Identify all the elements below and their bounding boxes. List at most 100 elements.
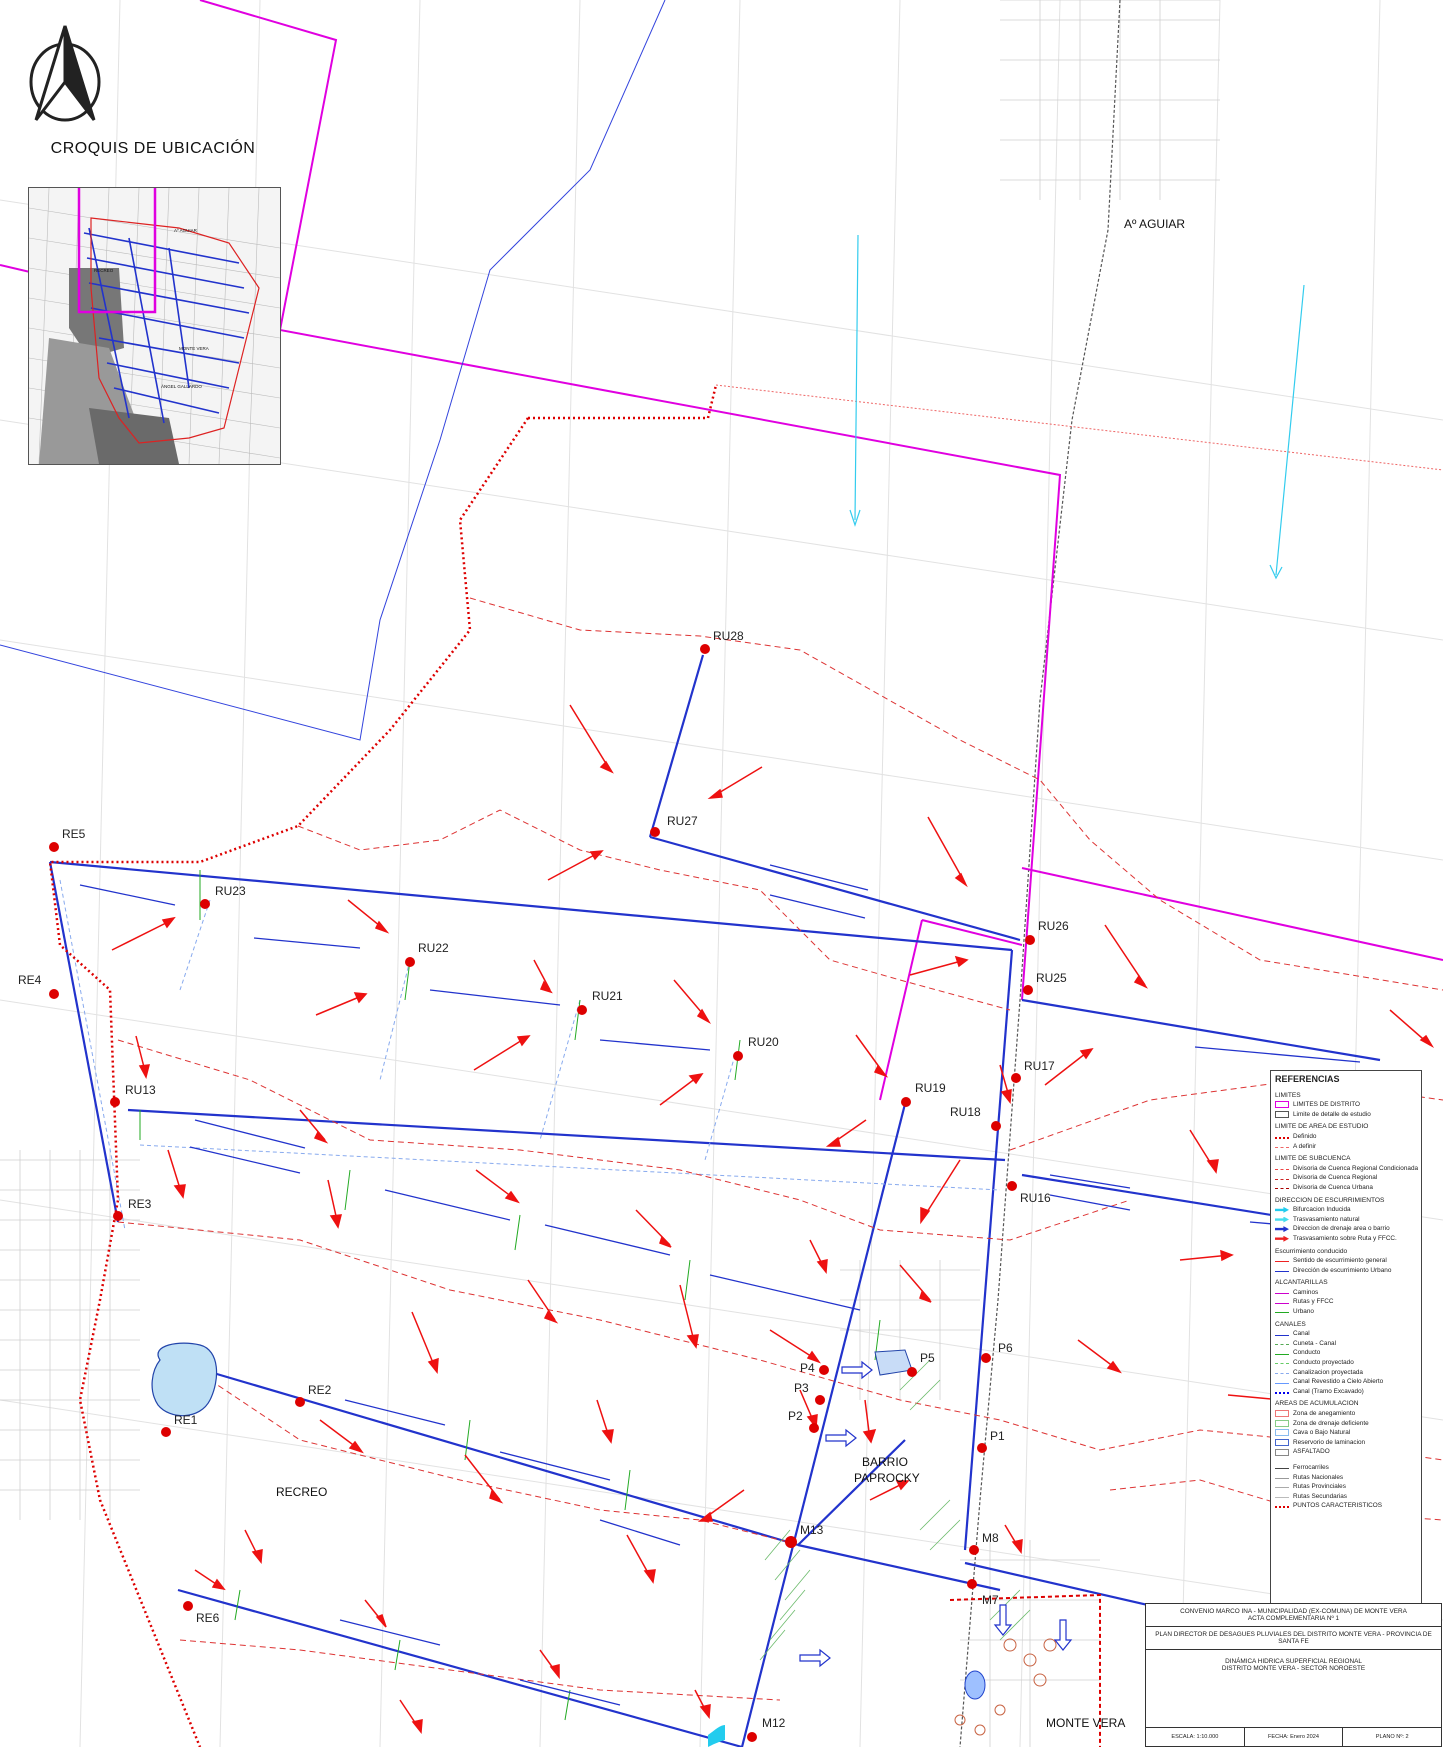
point-RE3[interactable] <box>113 1211 123 1221</box>
point-M13[interactable] <box>785 1536 797 1548</box>
legend-swatch-icon <box>1275 1344 1289 1346</box>
point-RU28[interactable] <box>700 644 710 654</box>
legend-item: PUNTOS CARACTERISTICOS <box>1275 1501 1417 1511</box>
legend-item-label: Rutas Provinciales <box>1293 1483 1346 1491</box>
sketch-label-monte-vera: MONTE VERA <box>179 346 209 351</box>
legend-swatch-icon <box>1275 1468 1289 1470</box>
point-M8[interactable] <box>969 1545 979 1555</box>
title-block-line3: PLAN DIRECTOR DE DESAGUES PLUVIALES DEL … <box>1155 1631 1432 1645</box>
label-RE3: RE3 <box>128 1197 152 1211</box>
paprocky-pond <box>874 1349 913 1376</box>
point-RU23[interactable] <box>200 899 210 909</box>
legend-swatch-icon <box>1275 1270 1289 1272</box>
legend-item: Canal <box>1275 1329 1417 1339</box>
point-labels: RU28 RU27 RU26 RU25 RU23 RU22 RU21 RU20 … <box>18 629 1189 1730</box>
label-M13: M13 <box>800 1523 824 1537</box>
point-P3[interactable] <box>815 1395 825 1405</box>
point-RU16[interactable] <box>1007 1181 1017 1191</box>
label-P6: P6 <box>998 1341 1013 1355</box>
flow-arrows <box>111 704 1435 1734</box>
location-sketch-title: CROQUIS DE UBICACIÓN <box>50 140 256 157</box>
point-RE4[interactable] <box>49 989 59 999</box>
legend-item: Trasvasamiento sobre Ruta y FFCC. <box>1275 1234 1417 1244</box>
point-M7[interactable] <box>967 1579 977 1589</box>
label-RE6: RE6 <box>196 1611 220 1625</box>
legend-swatch-icon <box>1275 1353 1289 1355</box>
title-block-plan-number: PLANO Nº: 2 <box>1375 1734 1409 1740</box>
point-RE2[interactable] <box>295 1397 305 1407</box>
point-RU17[interactable] <box>1011 1073 1021 1083</box>
legend-item: Limite de detalle de estudio <box>1275 1110 1417 1120</box>
title-block-line2: ACTA COMPLEMENTARIA Nº 1 <box>1247 1615 1340 1622</box>
point-P6[interactable] <box>981 1353 991 1363</box>
point-RE5[interactable] <box>49 842 59 852</box>
legend-item: Zona de anegamiento <box>1275 1409 1417 1419</box>
point-RU19[interactable] <box>901 1097 911 1107</box>
location-sketch-map: Aº AGUIAR RECREO MONTE VERA ÁNGEL GALLAR… <box>29 188 280 464</box>
point-RU27[interactable] <box>650 827 660 837</box>
legend-item-label: Canal Revestido a Cielo Abierto <box>1293 1378 1384 1386</box>
label-RU17: RU17 <box>1024 1059 1055 1073</box>
legend-swatch-icon <box>1275 1439 1289 1447</box>
legend-swatch-icon <box>1275 1391 1289 1394</box>
legend-item-label: Trasvasamiento sobre Ruta y FFCC. <box>1293 1234 1397 1242</box>
legend-item: Rutas Provinciales <box>1275 1482 1417 1492</box>
legend-item-label: Divisoria de Cuenca Urbana <box>1293 1183 1373 1191</box>
legend-item: Cava o Bajo Natural <box>1275 1428 1417 1438</box>
point-RU26[interactable] <box>1025 935 1035 945</box>
legend-swatch-icon <box>1275 1235 1289 1242</box>
legend-section-7: AREAS DE ACUMULACION <box>1275 1400 1359 1408</box>
legend-section-1: LIMITE DE AREA DE ESTUDIO <box>1275 1123 1369 1131</box>
legend-item-label: Rutas Nacionales <box>1293 1473 1344 1481</box>
title-block-date: FECHA: Enero 2024 <box>1245 1728 1344 1746</box>
bifurcation-arrow <box>708 1725 725 1747</box>
label-P2: P2 <box>788 1409 803 1423</box>
point-RE1[interactable] <box>161 1427 171 1437</box>
legend-item: Canal Revestido a Cielo Abierto <box>1275 1377 1417 1387</box>
point-RU13[interactable] <box>110 1097 120 1107</box>
legend-item: Rutas Secundarias <box>1275 1492 1417 1502</box>
title-block-footer: ESCALA: 1:10.000 FECHA: Enero 2024 PLANO… <box>1146 1727 1441 1746</box>
point-P2[interactable] <box>809 1423 819 1433</box>
accumulation-circles <box>954 1638 1057 1736</box>
point-RU21[interactable] <box>577 1005 587 1015</box>
point-P5[interactable] <box>907 1367 917 1377</box>
place-barrio-line2: PAPROCKY <box>854 1471 920 1485</box>
label-RE2: RE2 <box>308 1383 332 1397</box>
point-P1[interactable] <box>977 1443 987 1453</box>
legend-swatch-icon <box>1275 1372 1289 1374</box>
legend-item: Direccion de drenaje area o barrio <box>1275 1224 1417 1234</box>
location-sketch-title-wrap: CROQUIS DE UBICACIÓN <box>28 140 278 158</box>
legend-item: Cuneta - Canal <box>1275 1339 1417 1349</box>
legend-swatch-icon <box>1275 1169 1289 1171</box>
legend-swatch-icon <box>1275 1216 1289 1223</box>
legend-swatch-icon <box>1275 1497 1289 1499</box>
point-RE6[interactable] <box>183 1601 193 1611</box>
legend-item-label: Canal (Tramo Excavado) <box>1293 1387 1364 1395</box>
district-limit-to-define <box>715 384 1443 471</box>
label-RU22: RU22 <box>418 941 449 955</box>
place-barrio-line1: BARRIO <box>862 1455 908 1469</box>
point-RU22[interactable] <box>405 957 415 967</box>
study-area-limit-3 <box>949 1593 1101 1747</box>
legend-item-label: Zona de anegamiento <box>1293 1410 1356 1417</box>
legend-swatch-icon <box>1275 1111 1289 1119</box>
legend-item-label: Divisoria de Cuenca Regional <box>1293 1174 1378 1182</box>
point-RU18[interactable] <box>991 1121 1001 1131</box>
point-P4[interactable] <box>819 1365 829 1375</box>
main-channels <box>48 654 1381 1747</box>
point-M12[interactable] <box>747 1732 757 1742</box>
point-RU20[interactable] <box>733 1051 743 1061</box>
label-RU26: RU26 <box>1038 919 1069 933</box>
legend-item: Ferrocarriles <box>1275 1463 1417 1473</box>
label-RU18: RU18 <box>950 1105 981 1119</box>
green-culverts <box>139 870 881 1721</box>
label-P5: P5 <box>920 1351 935 1365</box>
legend-swatch-icon <box>1275 1429 1289 1437</box>
point-RU25[interactable] <box>1023 985 1033 995</box>
legend-item-label: A definir <box>1293 1142 1317 1150</box>
legend-swatch-icon <box>1275 1477 1289 1479</box>
label-P4: P4 <box>800 1361 815 1375</box>
